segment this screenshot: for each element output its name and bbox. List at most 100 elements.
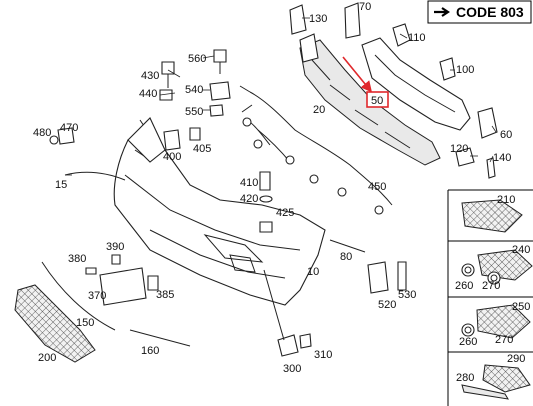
label-380: 380	[68, 253, 86, 265]
highlight-arrow	[342, 56, 373, 93]
code-box: CODE 803	[427, 0, 532, 24]
label-420: 420	[240, 193, 258, 205]
bracket-130	[289, 4, 307, 35]
label-450: 450	[368, 181, 386, 193]
clip-425	[259, 221, 273, 233]
label-210: 210	[497, 194, 515, 206]
connector-e	[337, 187, 347, 197]
label-100: 100	[456, 64, 474, 76]
label-550: 550	[185, 106, 203, 118]
bracket-20	[299, 33, 319, 63]
label-470: 470	[60, 122, 78, 134]
label-480: 480	[33, 127, 51, 139]
label-430: 430	[141, 70, 159, 82]
clip-310	[299, 333, 312, 349]
grille-opening	[203, 234, 264, 263]
sensor-540	[209, 81, 231, 101]
bracket-60	[477, 107, 498, 139]
label-50: 50	[371, 95, 383, 107]
code-label: CODE 803	[456, 4, 524, 20]
label-300: 300	[283, 363, 301, 375]
sensor-470	[57, 127, 75, 145]
label-250: 250	[512, 301, 530, 313]
label-270a: 270	[482, 280, 500, 292]
mount-400	[163, 129, 181, 151]
trim-insert-210	[461, 199, 523, 233]
bracket-100	[439, 57, 456, 81]
label-240: 240	[512, 244, 530, 256]
clip-385	[147, 275, 159, 291]
label-20: 20	[313, 104, 325, 116]
label-560: 560	[188, 53, 206, 65]
clip-405	[189, 127, 201, 141]
label-385: 385	[156, 289, 174, 301]
bumper-side-left	[127, 117, 166, 163]
trim-150	[41, 261, 116, 331]
label-110: 110	[408, 32, 426, 44]
label-405: 405	[193, 143, 211, 155]
clip-140	[486, 157, 496, 179]
label-400: 400	[163, 151, 181, 163]
label-140: 140	[493, 152, 511, 164]
carrier-100	[361, 37, 471, 131]
screw-380	[85, 267, 97, 275]
trim-80	[329, 239, 366, 253]
cable-15	[64, 171, 126, 181]
label-160: 160	[141, 345, 159, 357]
bracket-530	[397, 261, 407, 291]
label-425: 425	[276, 207, 294, 219]
part-labels: 130 70 110 100 50 20 60 120 140 560 430 …	[33, 1, 530, 384]
label-270b: 270	[495, 334, 513, 346]
bolt-430	[161, 61, 175, 75]
bolt-560	[213, 49, 227, 63]
fog-light-opening	[229, 254, 256, 273]
trim-290	[482, 364, 531, 393]
label-15: 15	[55, 179, 67, 191]
label-70: 70	[359, 1, 371, 13]
fog-ring-260b	[461, 323, 475, 337]
label-310: 310	[314, 349, 332, 361]
options-panel	[447, 189, 533, 406]
label-80: 80	[340, 251, 352, 263]
bumper-cover-10	[113, 139, 326, 306]
leader-lines	[65, 17, 497, 176]
clip-440	[159, 89, 173, 101]
label-10: 10	[307, 266, 319, 278]
label-260b: 260	[459, 336, 477, 348]
grille-200	[14, 284, 96, 363]
sensor-480	[49, 135, 59, 145]
connector-a	[242, 117, 252, 127]
label-530: 530	[398, 289, 416, 301]
bolt-410	[259, 171, 271, 191]
connector-d	[309, 174, 319, 184]
right-arrow-icon	[434, 7, 450, 17]
sensor-520	[367, 261, 389, 294]
trim-160	[129, 329, 191, 347]
label-130: 130	[309, 13, 327, 25]
label-150: 150	[76, 317, 94, 329]
label-370: 370	[88, 290, 106, 302]
label-280: 280	[456, 372, 474, 384]
tow-cover-300	[277, 334, 299, 357]
label-390: 390	[106, 241, 124, 253]
fog-ring-270a	[487, 271, 501, 285]
label-120: 120	[450, 143, 468, 155]
wiring-harness-450	[249, 91, 393, 206]
bracket-70	[344, 2, 361, 39]
label-260a: 260	[455, 280, 473, 292]
label-200: 200	[38, 352, 56, 364]
connector-b	[253, 139, 263, 149]
label-520: 520	[378, 299, 396, 311]
label-60: 60	[500, 129, 512, 141]
label-290: 290	[507, 353, 525, 365]
connector-c	[285, 155, 295, 165]
connector-f	[374, 205, 384, 215]
label-440: 440	[139, 88, 157, 100]
clip-550	[209, 104, 224, 117]
nut-390	[111, 254, 121, 265]
clip-120	[455, 147, 475, 167]
highlight-box	[366, 91, 389, 108]
fog-ring-260a	[461, 263, 475, 277]
label-410: 410	[240, 177, 258, 189]
